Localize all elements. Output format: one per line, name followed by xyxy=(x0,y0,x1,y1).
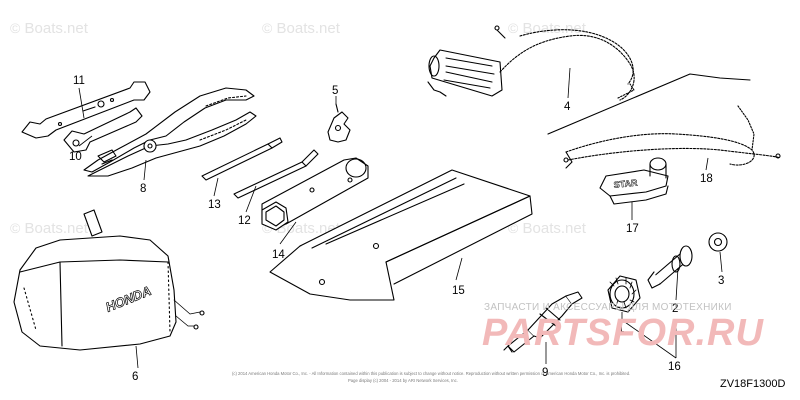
callout-14: 14 xyxy=(272,249,285,261)
washer-3 xyxy=(708,232,728,252)
watermark: © Boats.net xyxy=(262,220,340,237)
callout-17: 17 xyxy=(626,223,639,235)
callout-1: 1 xyxy=(618,323,624,335)
engine-cover-6: HONDA xyxy=(13,209,205,351)
starter-grip-17: STAR xyxy=(599,157,669,205)
wrench-11 xyxy=(21,81,151,139)
callout-3: 3 xyxy=(718,275,724,287)
callouts: 11 10 8 13 12 14 5 15 4 18 17 3 2 1 9 16… xyxy=(69,75,724,383)
copyright-notice-line2: Page display (c) 2004 - 2014 by ARI Netw… xyxy=(348,378,458,383)
callout-16: 16 xyxy=(668,361,681,373)
starter-rope-4 xyxy=(427,25,635,101)
clip-5 xyxy=(327,103,351,143)
site-watermark-logo: PARTSFOR.RU xyxy=(482,312,764,354)
gear-1 xyxy=(607,275,641,313)
callout-2: 2 xyxy=(672,303,678,315)
watermark: © Boats.net xyxy=(508,220,586,237)
callout-12: 12 xyxy=(238,215,251,227)
bolt-2 xyxy=(647,245,693,289)
watermark: © Boats.net xyxy=(262,20,340,37)
spark-plug-9 xyxy=(503,291,583,353)
starter-rope-18 xyxy=(563,105,781,169)
leader-lines xyxy=(78,67,723,369)
tool-bag-15 xyxy=(269,169,533,301)
callout-10: 10 xyxy=(69,151,82,163)
callout-15: 15 xyxy=(452,285,465,297)
diagram-code: ZV18F1300D xyxy=(720,378,786,390)
callout-18: 18 xyxy=(700,173,713,185)
callout-8: 8 xyxy=(140,183,146,195)
site-watermark-subtitle: ЗАПЧАСТИ И АКСЕССУАРЫ ДЛЯ МОТОТЕХНИКИ xyxy=(484,302,732,313)
callout-11: 11 xyxy=(73,75,85,87)
watermark: © Boats.net xyxy=(10,20,88,37)
callout-5: 5 xyxy=(332,85,338,97)
wrench-10 xyxy=(63,107,143,153)
group-divider xyxy=(547,73,751,135)
callout-9: 9 xyxy=(542,367,548,379)
callout-13: 13 xyxy=(208,199,221,211)
watermark: © Boats.net xyxy=(508,20,586,37)
grip-mark: STAR xyxy=(613,178,638,190)
screwdriver-12 xyxy=(233,149,319,199)
pliers-8 xyxy=(83,87,257,177)
watermark: © Boats.net xyxy=(10,220,88,237)
callout-4: 4 xyxy=(564,101,571,113)
callout-6: 6 xyxy=(132,371,138,383)
copyright-notice: (c) 2014 American Honda Motor Co., Inc. … xyxy=(232,371,631,376)
socket-wrench-14 xyxy=(261,157,369,231)
screwdriver-13 xyxy=(201,137,283,181)
